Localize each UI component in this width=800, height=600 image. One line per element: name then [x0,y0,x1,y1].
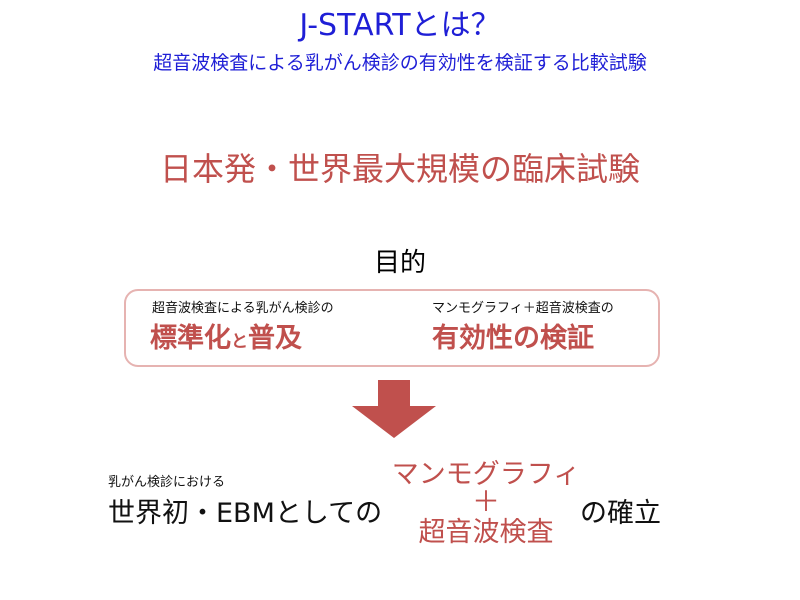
purpose-left-emphasis: 標準化と普及 [150,322,302,359]
conclusion-stack-bottom: 超音波検査 [418,517,554,548]
slide-title: J-STARTとは？ [299,8,501,43]
conclusion-suffix: の確立 [580,498,661,529]
purpose-label: 目的 [373,248,426,278]
purpose-left-part1: 標準化 [150,323,231,354]
purpose-box [124,289,660,367]
purpose-right-emphasis: 有効性の検証 [432,323,594,354]
slide-subtitle: 超音波検査による乳がん検診の有効性を検証する比較試験 [153,52,647,74]
down-arrow-icon [352,380,436,438]
conclusion-stack-plus: ＋ [471,485,500,518]
conclusion-stack-top: マンモグラフィ [391,459,581,490]
conclusion-caption: 乳がん検診における [108,475,226,490]
purpose-left-part2: 普及 [248,323,302,354]
purpose-left-caption: 超音波検査による乳がん検診の [152,301,334,316]
conclusion-prefix: 世界初・EBMとしての [108,498,383,529]
headline: 日本発・世界最大規模の臨床試験 [159,150,640,188]
purpose-left-joiner: と [231,332,248,352]
purpose-right-caption: マンモグラフィ＋超音波検査の [432,301,614,316]
